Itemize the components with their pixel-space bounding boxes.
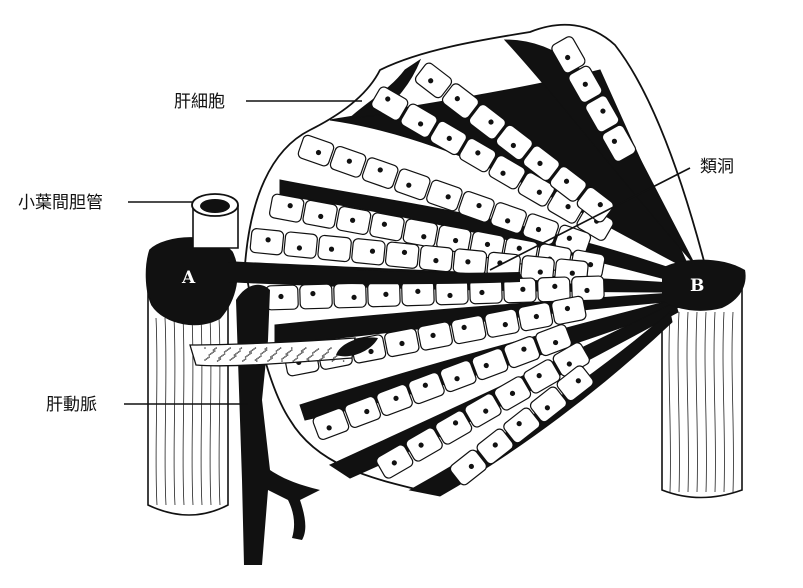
hepatocyte [384,241,420,269]
hepatocyte [493,376,532,411]
hepatocyte [551,36,586,74]
hepatocyte [576,186,614,223]
hepatocyte [517,302,554,332]
hepatocyte [283,231,318,259]
hepatocyte [317,234,352,263]
hepatocyte [329,145,367,178]
hepatocyte [488,155,526,190]
hepatocyte [450,315,487,345]
hepatocyte [265,284,299,311]
hepatocyte [568,65,603,103]
hepatocyte [297,134,335,167]
hepatocyte [426,179,463,212]
hepatocyte [335,206,372,235]
hepatocyte [441,83,480,119]
vessel-letter-b: B [690,276,704,296]
hepatocyte [471,348,509,381]
sinusoid-label: 類洞 [700,157,734,177]
sinusoid-leader [489,167,691,271]
hepatocyte [312,407,350,441]
hepatocyte [417,321,453,351]
hepatocyte [249,228,285,256]
hepatocyte [571,275,605,302]
hepatocyte [503,336,541,369]
hepatocyte [529,386,568,423]
hepatocyte [299,283,333,310]
hepatocyte [535,324,572,357]
hepatocyte [408,372,445,405]
hepatocyte [537,276,571,303]
hepatocyte [302,199,338,229]
hepatocyte [429,120,468,156]
hepatocyte [414,62,453,99]
hepatocyte [476,428,514,465]
hepatocyte [601,124,637,162]
hepatocyte [522,145,560,182]
hepatocyte [384,327,420,358]
hepatocyte [269,193,305,223]
hepatocyte [484,308,520,338]
hepatocyte [464,393,502,428]
vessel-letter-a: A [181,268,196,288]
hepatocyte [351,238,386,266]
hepatocyte [490,202,527,234]
hepatocyte [549,166,587,202]
bile-duct-label: 小葉間胆管 [18,193,103,213]
central-vein-b [662,259,746,311]
hepatocyte [401,280,435,307]
hepatocyte [503,407,541,444]
hepatocyte [361,157,399,189]
hepatocyte [376,444,414,479]
hepatocyte [449,449,487,486]
hepatocyte [459,137,497,173]
hepatocyte-cells [249,36,637,486]
hepatocyte [452,248,488,276]
hepatocyte [585,95,620,133]
hepatocyte [400,103,438,138]
hepatocyte [333,282,367,309]
hepatocyte-label: 肝細胞 [174,92,225,112]
hepatocyte [523,359,561,394]
hepatocyte [369,212,405,242]
hepatocyte [439,360,477,393]
portal-vein-column [147,261,229,516]
hepatocyte [367,281,401,308]
bile-duct-tube [191,193,239,249]
hepatocyte [394,168,431,201]
hepatocyte [376,383,413,417]
hepatocyte [418,244,454,273]
hepatocyte [371,86,409,121]
hepatocyte [468,103,506,140]
hepatocyte [435,279,469,306]
hepatic-artery-label: 肝動脈 [46,395,97,415]
hepatocyte [503,277,537,304]
hepatocyte [344,395,382,429]
hepatocyte [434,410,473,445]
portal-vein-branch [228,262,520,285]
hepatocyte [495,124,533,161]
hepatocyte [520,255,555,283]
hepatocyte [405,427,443,462]
central-vein-column [661,268,743,499]
hepatocyte [551,295,587,325]
hepatocyte [522,213,559,246]
hepatocyte [402,218,439,248]
hepatocyte [458,190,495,223]
hepatocyte [556,365,594,402]
